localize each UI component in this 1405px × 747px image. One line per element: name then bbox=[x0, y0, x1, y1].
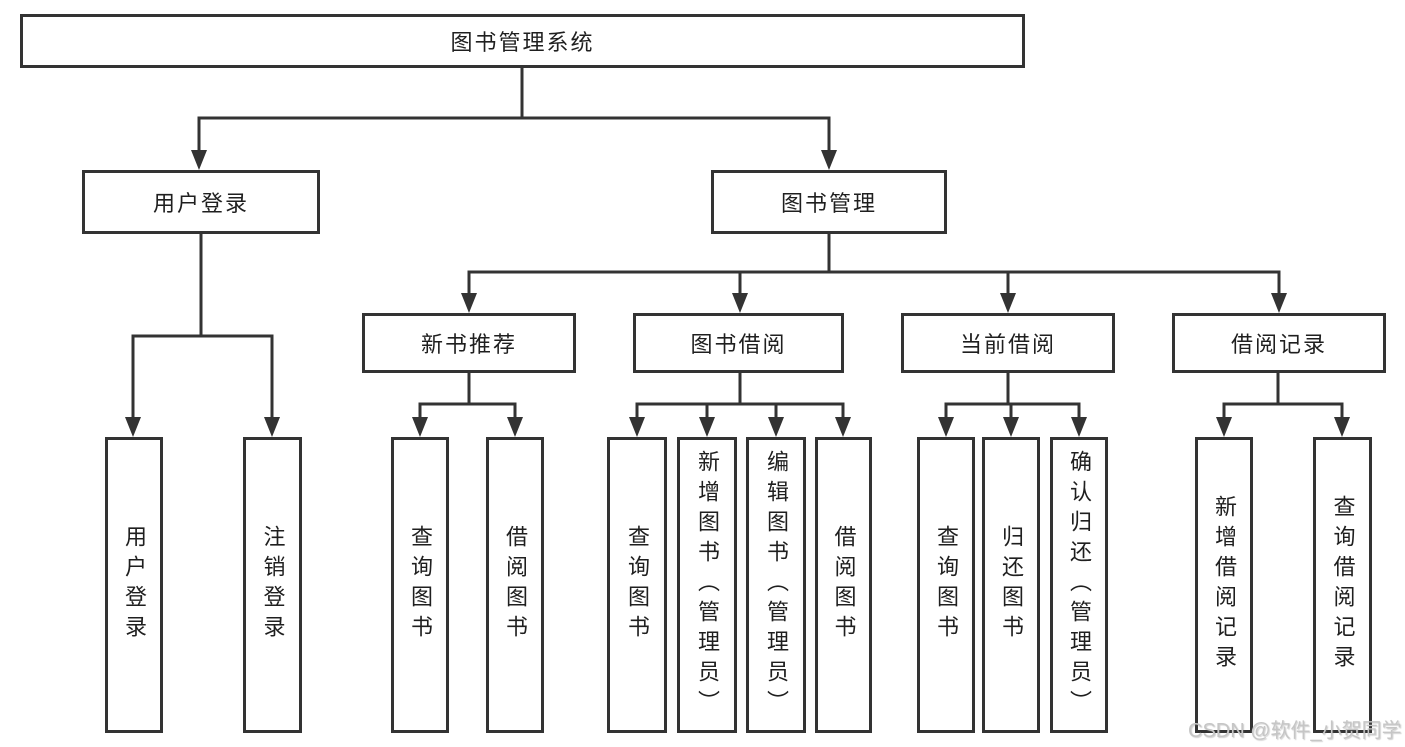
node-book-management-label: 图书管理 bbox=[780, 191, 877, 216]
leaf-return-book-label: 归还图书 bbox=[999, 525, 1024, 645]
connector-bookmgmt-to-level3 bbox=[467, 234, 1281, 295]
leaf-query-book-current: 查询图书 bbox=[917, 437, 975, 733]
connector-root-to-level2 bbox=[197, 68, 831, 153]
arrowhead-icon bbox=[1071, 417, 1087, 437]
arrowhead-icon bbox=[1003, 417, 1019, 437]
node-borrow-records: 借阅记录 bbox=[1172, 313, 1386, 373]
leaf-user-login-label: 用户登录 bbox=[122, 525, 147, 645]
node-book-borrow-label: 图书借阅 bbox=[690, 332, 787, 357]
node-user-login: 用户登录 bbox=[82, 170, 320, 234]
arrowhead-icon bbox=[412, 417, 428, 437]
node-new-book-recommend-label: 新书推荐 bbox=[420, 332, 517, 357]
leaf-query-book-current-label: 查询图书 bbox=[934, 525, 959, 645]
leaf-query-borrow-record-label: 查询借阅记录 bbox=[1330, 495, 1356, 675]
arrowhead-icon bbox=[732, 293, 748, 313]
leaf-return-book: 归还图书 bbox=[982, 437, 1040, 733]
leaf-add-book-admin-label: 新增图书（管理员） bbox=[695, 450, 720, 720]
leaf-query-book-borrow-label: 查询图书 bbox=[625, 525, 650, 645]
leaf-borrow-book-recommend: 借阅图书 bbox=[486, 437, 544, 733]
arrowhead-icon bbox=[835, 417, 851, 437]
leaf-query-book-borrow: 查询图书 bbox=[607, 437, 667, 733]
connector-userlogin-to-leaves bbox=[131, 234, 274, 419]
leaf-query-book-recommend-label: 查询图书 bbox=[408, 525, 433, 645]
arrowhead-icon bbox=[264, 417, 280, 437]
arrowhead-icon bbox=[125, 417, 141, 437]
leaf-logout-label: 注销登录 bbox=[260, 525, 286, 645]
leaf-user-login: 用户登录 bbox=[105, 437, 163, 733]
leaf-borrow-book-recommend-label: 借阅图书 bbox=[503, 525, 528, 645]
connector-records-to-leaves bbox=[1222, 373, 1344, 419]
node-new-book-recommend: 新书推荐 bbox=[362, 313, 576, 373]
node-book-borrow: 图书借阅 bbox=[633, 313, 844, 373]
node-root-label: 图书管理系统 bbox=[450, 30, 595, 55]
leaf-add-borrow-record-label: 新增借阅记录 bbox=[1212, 495, 1237, 675]
leaf-borrow-book: 借阅图书 bbox=[815, 437, 872, 733]
connector-newbook-to-leaves bbox=[418, 373, 517, 419]
leaf-query-book-recommend: 查询图书 bbox=[391, 437, 449, 733]
connector-currentborrow-to-leaves bbox=[944, 373, 1081, 419]
node-user-login-label: 用户登录 bbox=[152, 191, 249, 216]
arrowhead-icon bbox=[191, 150, 207, 170]
arrowhead-icon bbox=[1216, 417, 1232, 437]
node-current-borrow: 当前借阅 bbox=[901, 313, 1115, 373]
leaf-edit-book-admin-label: 编辑图书（管理员） bbox=[764, 450, 789, 720]
arrowhead-icon bbox=[699, 417, 715, 437]
leaf-borrow-book-label: 借阅图书 bbox=[831, 525, 857, 645]
arrowhead-icon bbox=[1334, 417, 1350, 437]
arrowhead-icon bbox=[461, 293, 477, 313]
leaf-confirm-return-admin-label: 确认归还（管理员） bbox=[1067, 450, 1092, 720]
arrowhead-icon bbox=[1271, 293, 1287, 313]
arrowhead-icon bbox=[938, 417, 954, 437]
node-borrow-records-label: 借阅记录 bbox=[1230, 332, 1327, 357]
leaf-query-borrow-record: 查询借阅记录 bbox=[1313, 437, 1372, 733]
arrowhead-icon bbox=[629, 417, 645, 437]
leaf-logout: 注销登录 bbox=[243, 437, 302, 733]
csdn-watermark: CSDN @软件_小贺同学 bbox=[1188, 720, 1402, 742]
arrowhead-icon bbox=[768, 417, 784, 437]
arrowheads bbox=[125, 150, 1350, 437]
arrowhead-icon bbox=[1000, 293, 1016, 313]
arrowhead-icon bbox=[821, 150, 837, 170]
leaf-confirm-return-admin: 确认归还（管理员） bbox=[1050, 437, 1108, 733]
arrowhead-icon bbox=[507, 417, 523, 437]
node-root: 图书管理系统 bbox=[20, 14, 1025, 68]
leaf-edit-book-admin: 编辑图书（管理员） bbox=[746, 437, 806, 733]
leaf-add-borrow-record: 新增借阅记录 bbox=[1195, 437, 1253, 733]
leaf-add-book-admin: 新增图书（管理员） bbox=[677, 437, 737, 733]
node-current-borrow-label: 当前借阅 bbox=[959, 332, 1056, 357]
node-book-management: 图书管理 bbox=[711, 170, 947, 234]
connector-bookborrow-to-leaves bbox=[635, 373, 845, 419]
